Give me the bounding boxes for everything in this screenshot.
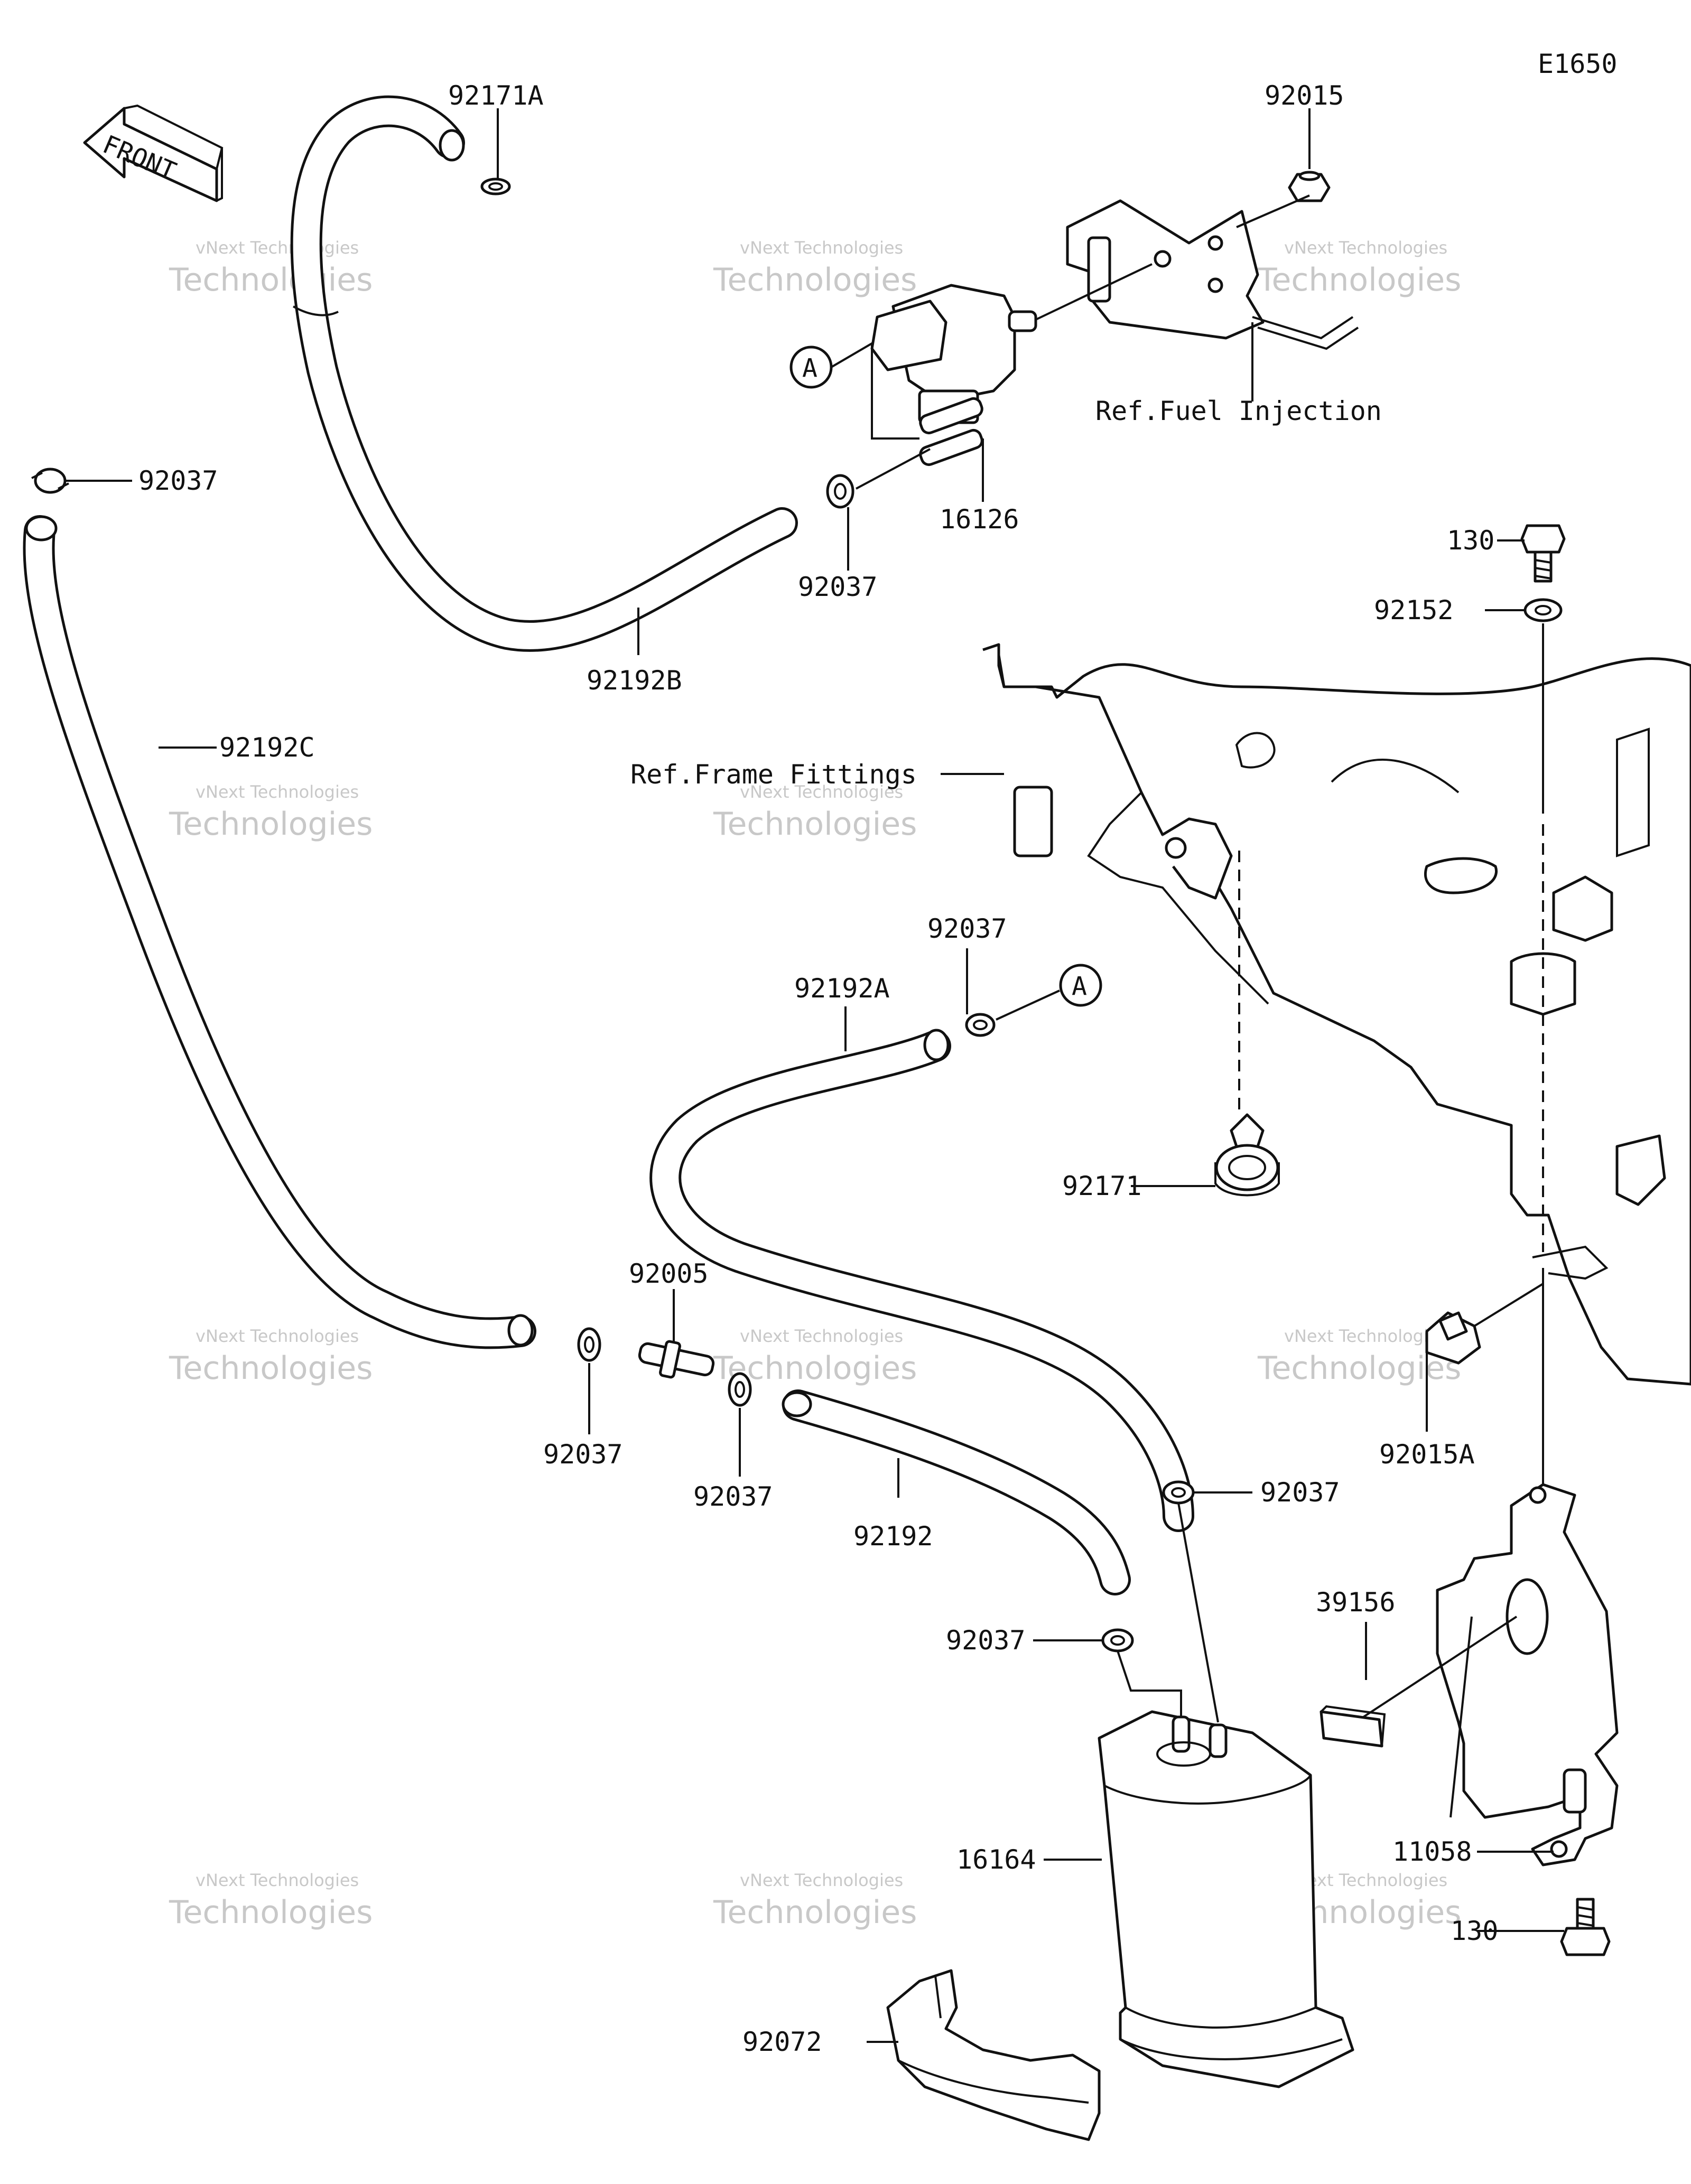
watermark: vNext Technologies Technologies	[169, 1870, 373, 1931]
svg-text:vNext Technologies: vNext Technologies	[196, 782, 359, 802]
nut-92015a	[1425, 1311, 1481, 1365]
hose-clip-92037-canister	[1101, 1628, 1134, 1653]
svg-text:Technologies: Technologies	[169, 262, 373, 298]
svg-text:Technologies: Technologies	[713, 262, 917, 298]
label-39156: 39156	[1316, 1587, 1396, 1618]
bracket-fuel-injection	[1066, 199, 1359, 350]
part-labels: 92171A 92015 92037 92037 16126 Ref.Fuel …	[138, 80, 1498, 2057]
bracket-11058	[1436, 1483, 1619, 1866]
svg-text:vNext Technologies: vNext Technologies	[196, 1870, 359, 1890]
label-92072: 92072	[742, 2027, 822, 2057]
front-arrow-icon: FRONT	[83, 104, 224, 202]
leader-lines	[66, 108, 1564, 2043]
label-92037-right: 92037	[1260, 1477, 1340, 1508]
label-92192c: 92192C	[219, 732, 315, 763]
hose-92192b	[290, 95, 798, 652]
bolt-130-top	[1520, 524, 1566, 583]
svg-text:vNext Technologies: vNext Technologies	[1284, 1326, 1447, 1346]
hose-clip-92037-solenoid	[826, 474, 854, 509]
svg-text:Technologies: Technologies	[169, 1350, 373, 1387]
label-92037-topleft: 92037	[138, 465, 218, 496]
label-92192: 92192	[853, 1521, 933, 1552]
svg-text:Technologies: Technologies	[169, 1894, 373, 1931]
svg-text:Technologies: Technologies	[1257, 1350, 1461, 1387]
svg-text:vNext Technologies: vNext Technologies	[740, 782, 903, 802]
watermark: vNext Technologies Technologies	[1257, 238, 1461, 298]
svg-text:A: A	[1072, 972, 1087, 1001]
hose-92192c	[23, 515, 536, 1349]
clip-92171	[1214, 1113, 1280, 1197]
callout-a-middle: A	[1059, 964, 1102, 1007]
fitting-92005	[638, 1340, 715, 1379]
canister-16164	[1098, 1710, 1354, 2088]
watermark: vNext Technologies Technologies	[713, 238, 917, 298]
label-92037-center: 92037	[693, 1481, 773, 1512]
frame-fittings	[982, 643, 1691, 1386]
svg-text:vNext Technologies: vNext Technologies	[740, 238, 903, 258]
hose-clip-92037-left	[577, 1327, 601, 1362]
diagram-id: E1650	[1538, 49, 1618, 79]
watermark: vNext Technologies Technologies	[169, 782, 373, 843]
watermark-group: vNext Technologies Technologies vNext Te…	[169, 238, 1461, 1931]
hose-clip-92037-topleft	[31, 468, 69, 494]
svg-text:A: A	[802, 353, 817, 383]
label-16126: 16126	[940, 504, 1019, 535]
label-92171: 92171	[1062, 1171, 1142, 1201]
watermark: vNext Technologies Technologies	[713, 782, 917, 843]
label-92005: 92005	[629, 1258, 709, 1289]
nut-92015	[1288, 171, 1331, 202]
label-92192b: 92192B	[587, 665, 682, 696]
hose-92192	[782, 1389, 1131, 1595]
watermark: vNext Technologies Technologies	[713, 1870, 917, 1931]
label-92015a: 92015A	[1379, 1439, 1475, 1470]
label-92015: 92015	[1265, 80, 1344, 111]
pad-39156	[1320, 1705, 1386, 1748]
washer-92152	[1523, 598, 1563, 622]
svg-text:Technologies: Technologies	[713, 806, 917, 843]
label-92192a: 92192A	[794, 973, 890, 1004]
label-130-top: 130	[1447, 525, 1494, 556]
label-ref-frame-fittings: Ref.Frame Fittings	[630, 759, 917, 790]
svg-text:vNext Technologies: vNext Technologies	[196, 238, 359, 258]
watermark: vNext Technologies Technologies	[169, 238, 373, 298]
callout-a-top: A	[789, 346, 833, 389]
label-92171a: 92171A	[448, 80, 544, 111]
label-92037-canister: 92037	[946, 1625, 1026, 1656]
bolt-130-bottom	[1560, 1898, 1611, 1956]
label-92037-left: 92037	[543, 1439, 623, 1470]
label-92037-solenoid: 92037	[798, 572, 878, 602]
strap-92072	[886, 1969, 1101, 2141]
svg-text:Technologies: Technologies	[1257, 262, 1461, 298]
hose-clip-92037-center	[728, 1372, 752, 1407]
label-ref-fuel-injection: Ref.Fuel Injection	[1095, 396, 1382, 426]
hose-92192a	[649, 1029, 1194, 1532]
label-92152: 92152	[1374, 595, 1454, 626]
svg-text:vNext Technologies: vNext Technologies	[1284, 238, 1447, 258]
label-16164: 16164	[956, 1844, 1036, 1875]
watermark: vNext Technologies Technologies	[169, 1326, 373, 1387]
solenoid-valve-16126	[870, 284, 1037, 466]
svg-text:vNext Technologies: vNext Technologies	[740, 1326, 903, 1346]
hose-clip-92037-right	[1162, 1480, 1195, 1505]
clip-92171a	[480, 178, 511, 195]
svg-text:Technologies: Technologies	[169, 806, 373, 843]
label-11058: 11058	[1392, 1836, 1472, 1867]
label-130-bottom: 130	[1451, 1916, 1498, 1946]
svg-text:Technologies: Technologies	[713, 1894, 917, 1931]
svg-text:vNext Technologies: vNext Technologies	[196, 1326, 359, 1346]
svg-text:vNext Technologies: vNext Technologies	[740, 1870, 903, 1890]
hose-clip-92037-mid	[965, 1013, 996, 1037]
label-92037-mid: 92037	[927, 913, 1007, 944]
